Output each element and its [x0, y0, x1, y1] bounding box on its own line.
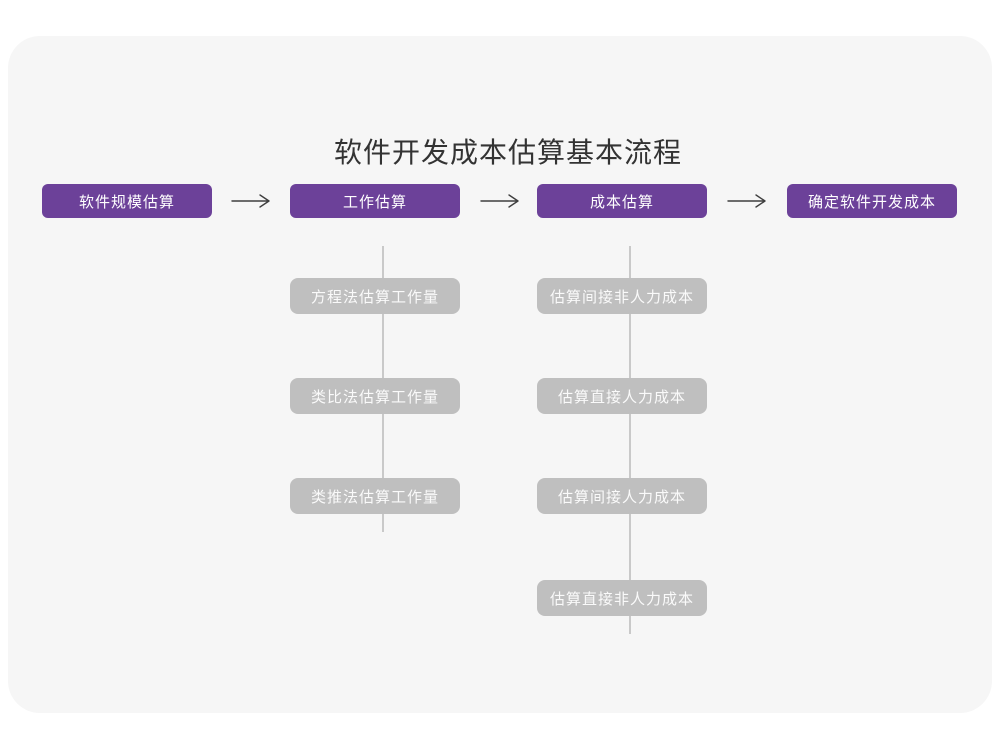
substep-direct-labor-cost: 估算直接人力成本 — [537, 378, 707, 414]
arrow-right-icon — [231, 194, 270, 208]
substep-indirect-nonlabor-cost: 估算间接非人力成本 — [537, 278, 707, 314]
substep-analogy-method: 类比法估算工作量 — [290, 378, 460, 414]
connector-cost-column — [629, 246, 631, 634]
substep-direct-nonlabor-cost: 估算直接非人力成本 — [537, 580, 707, 616]
substep-indirect-labor-cost: 估算间接人力成本 — [537, 478, 707, 514]
flow-node-determine-development-cost: 确定软件开发成本 — [787, 184, 957, 218]
substep-extrapolation-method: 类推法估算工作量 — [290, 478, 460, 514]
flow-node-work-estimation: 工作估算 — [290, 184, 460, 218]
diagram-canvas: 软件开发成本估算基本流程 软件规模估算 工作估算 成本估算 确定软件开发成本 方… — [8, 36, 992, 713]
flow-node-cost-estimation: 成本估算 — [537, 184, 707, 218]
substep-equation-method: 方程法估算工作量 — [290, 278, 460, 314]
diagram-title: 软件开发成本估算基本流程 — [333, 137, 682, 168]
arrow-right-icon — [480, 194, 519, 208]
arrow-right-icon — [727, 194, 766, 208]
flow-node-software-scale-estimation: 软件规模估算 — [42, 184, 212, 218]
